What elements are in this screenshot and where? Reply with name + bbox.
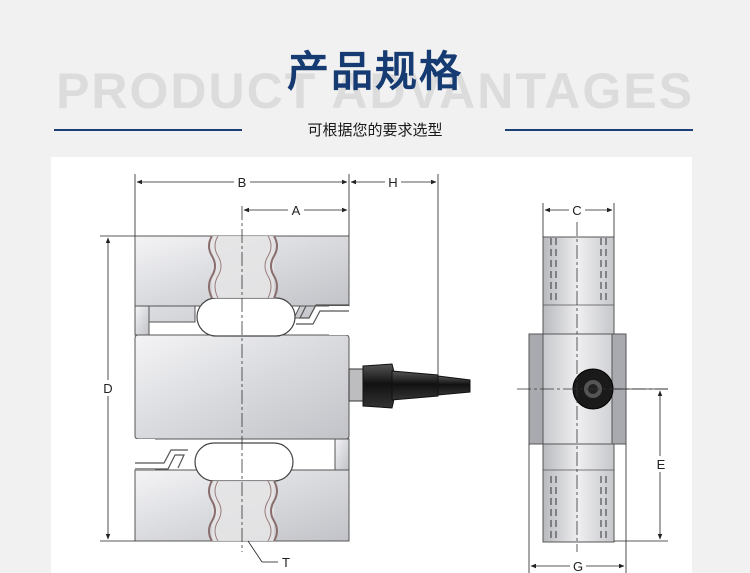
- side-view: [517, 222, 668, 552]
- dim-label-t: T: [282, 555, 290, 570]
- cable: [437, 375, 471, 396]
- side-lower-post: [542, 443, 615, 543]
- dim-label-a: A: [292, 203, 301, 218]
- cable-gland: [362, 363, 396, 409]
- background-watermark-text: PRODUCT ADVANTAGES: [56, 63, 694, 119]
- dim-label-h: H: [388, 175, 397, 190]
- dim-label-g: G: [573, 559, 583, 573]
- divider-left: [54, 129, 242, 131]
- dim-label-c: C: [572, 203, 581, 218]
- cable-gland-nut: [348, 368, 364, 402]
- divider-right: [505, 129, 693, 131]
- upper-slot: [196, 297, 296, 337]
- front-view: [134, 206, 471, 552]
- page-title: 产品规格: [286, 47, 463, 96]
- dim-label-b: B: [238, 175, 247, 190]
- page-subtitle: 可根据您的要求选型: [307, 121, 443, 139]
- dim-label-e: E: [657, 457, 666, 472]
- side-upper-post: [542, 236, 615, 335]
- lower-slot: [194, 442, 294, 482]
- dim-label-d: D: [103, 381, 112, 396]
